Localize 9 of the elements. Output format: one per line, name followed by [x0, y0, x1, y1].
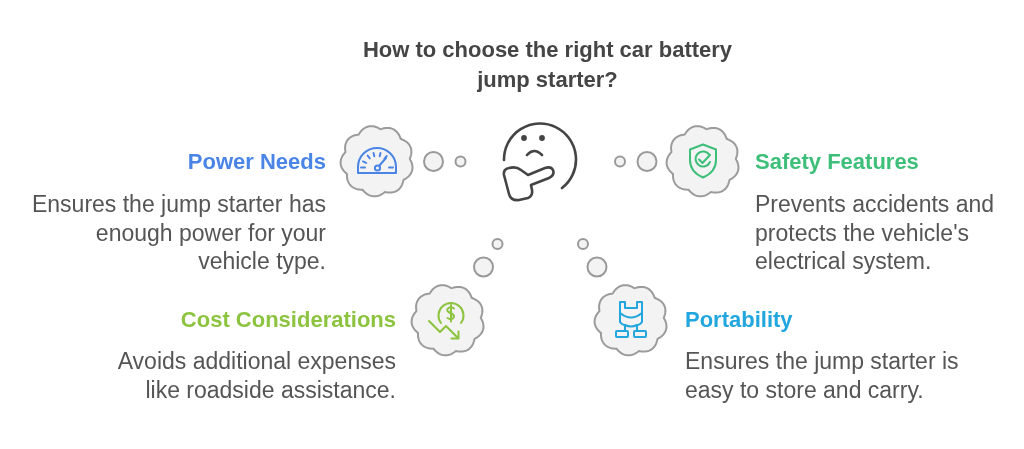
diagram-title: How to choose the right car battery jump starter?: [361, 36, 734, 94]
topic-description: Prevents accidents and protects the vehicle's electrical system.: [755, 190, 996, 276]
topic-heading: Power Needs: [187, 149, 326, 175]
topic-description: Avoids additional expenses like roadside assistance.: [116, 347, 396, 404]
topic-heading: Portability: [685, 307, 793, 333]
topic-description: Ensures the jump starter is easy to store and carry.: [685, 347, 960, 404]
topic-heading: Cost Considerations: [180, 307, 396, 333]
topic-description: Ensures the jump starter has enough power for your vehicle type.: [30, 190, 326, 276]
topic-heading: Safety Features: [755, 149, 919, 175]
